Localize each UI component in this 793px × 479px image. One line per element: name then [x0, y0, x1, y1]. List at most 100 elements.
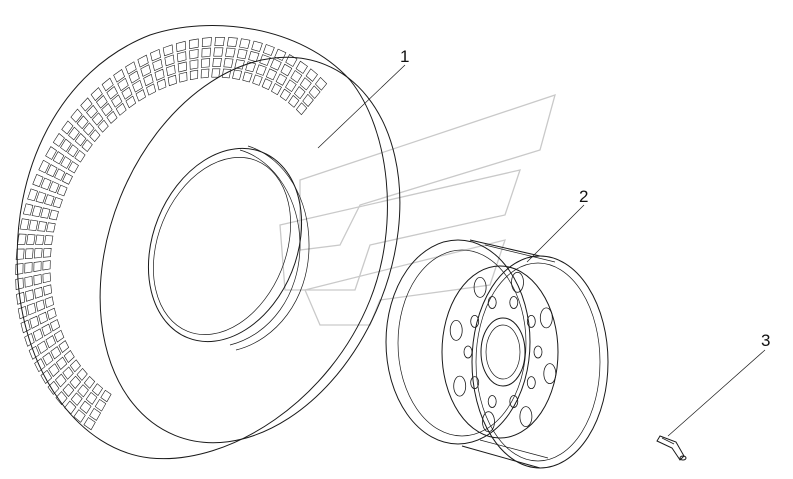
tread-block: [212, 57, 222, 67]
tread-block: [89, 407, 101, 421]
tread-block: [46, 307, 57, 320]
tread-block: [265, 68, 278, 81]
tread-block: [55, 373, 67, 388]
tread-block: [28, 345, 40, 360]
tread-block: [67, 144, 79, 158]
tread-block: [42, 352, 54, 366]
vent-hole: [453, 375, 467, 397]
tread-block: [201, 37, 212, 48]
tread-block: [40, 177, 52, 191]
tread-block: [32, 328, 44, 342]
stud-hole: [533, 345, 543, 359]
tread-block: [135, 89, 146, 102]
tread-block: [22, 203, 34, 216]
tread-block: [69, 359, 81, 373]
tread-block: [16, 291, 26, 305]
tread-block: [100, 389, 112, 403]
tread-block: [288, 95, 300, 108]
tread-block: [38, 311, 48, 325]
callout-3: 3: [761, 331, 770, 350]
tread-block: [125, 95, 137, 109]
leader-line-3: [667, 349, 766, 437]
tread-block: [274, 48, 287, 61]
tread-block: [226, 37, 238, 47]
tread-block: [80, 97, 93, 112]
tread-block: [295, 60, 308, 74]
tread-block: [140, 64, 152, 77]
tread-block: [17, 305, 28, 320]
valve-stem: [656, 435, 687, 461]
tread-block: [189, 38, 199, 50]
tread-block: [26, 234, 36, 245]
tread-block: [85, 391, 98, 405]
vent-hole: [519, 406, 533, 428]
tread-block: [67, 161, 79, 174]
tread-block: [137, 54, 149, 68]
tread-block: [34, 286, 44, 299]
tread-block: [52, 133, 65, 147]
rim: [385, 239, 609, 469]
tread-block: [132, 79, 143, 93]
tread-block: [42, 260, 51, 271]
tread-block: [201, 47, 211, 58]
tread-block: [24, 248, 34, 260]
tread-block: [37, 340, 48, 355]
tread-block: [285, 79, 297, 93]
tread-block: [45, 146, 57, 160]
vent-hole: [473, 276, 487, 298]
tread-block: [97, 119, 109, 133]
tread-block: [117, 77, 129, 92]
tread-block: [213, 47, 224, 57]
leader-line-1: [317, 64, 406, 149]
tread-block: [162, 44, 174, 57]
tread-block: [82, 122, 95, 136]
tread-block: [76, 115, 89, 130]
tread-block: [305, 68, 318, 82]
tread-block: [248, 51, 260, 62]
tread-block: [308, 85, 321, 99]
tread-block: [74, 133, 87, 147]
tread-block: [177, 61, 187, 73]
tread-block: [63, 350, 75, 363]
rim-back-flange: [385, 239, 531, 445]
tread-block: [143, 73, 154, 87]
tread-block: [24, 275, 33, 288]
tread-block: [285, 54, 298, 67]
tread-block: [83, 375, 96, 389]
tread-block: [32, 174, 44, 188]
tread-block: [70, 108, 83, 123]
tread-block: [251, 40, 263, 52]
tread-block: [113, 69, 125, 83]
rim-stud-holes: [463, 296, 543, 408]
tread-block: [43, 284, 52, 296]
tread-block: [62, 366, 74, 380]
tread-block: [101, 103, 113, 117]
tire-tread: [15, 36, 328, 431]
tread-block: [35, 191, 47, 204]
tread-block: [50, 319, 61, 332]
tire-inner-wall: [229, 149, 301, 346]
tread-block: [54, 168, 66, 181]
tread-block: [46, 164, 58, 178]
tread-block: [156, 78, 167, 91]
tread-block: [40, 207, 51, 219]
tread-block: [44, 296, 54, 309]
stud-hole: [463, 345, 473, 359]
rim-flange-inner: [475, 262, 601, 462]
vent-hole: [482, 411, 495, 433]
tread-block: [24, 332, 35, 347]
tread-block: [211, 68, 221, 78]
tread-block: [94, 398, 107, 412]
tread-block: [189, 48, 199, 60]
tread-block: [106, 86, 118, 100]
tread-block: [70, 392, 83, 406]
tread-block: [252, 74, 263, 86]
tread-block: [154, 68, 165, 81]
vent-hole: [449, 319, 463, 341]
tread-block: [47, 380, 60, 395]
tread-block: [201, 58, 211, 68]
tread-block: [45, 335, 57, 349]
tread-block: [271, 83, 282, 96]
tread-block: [69, 375, 81, 389]
